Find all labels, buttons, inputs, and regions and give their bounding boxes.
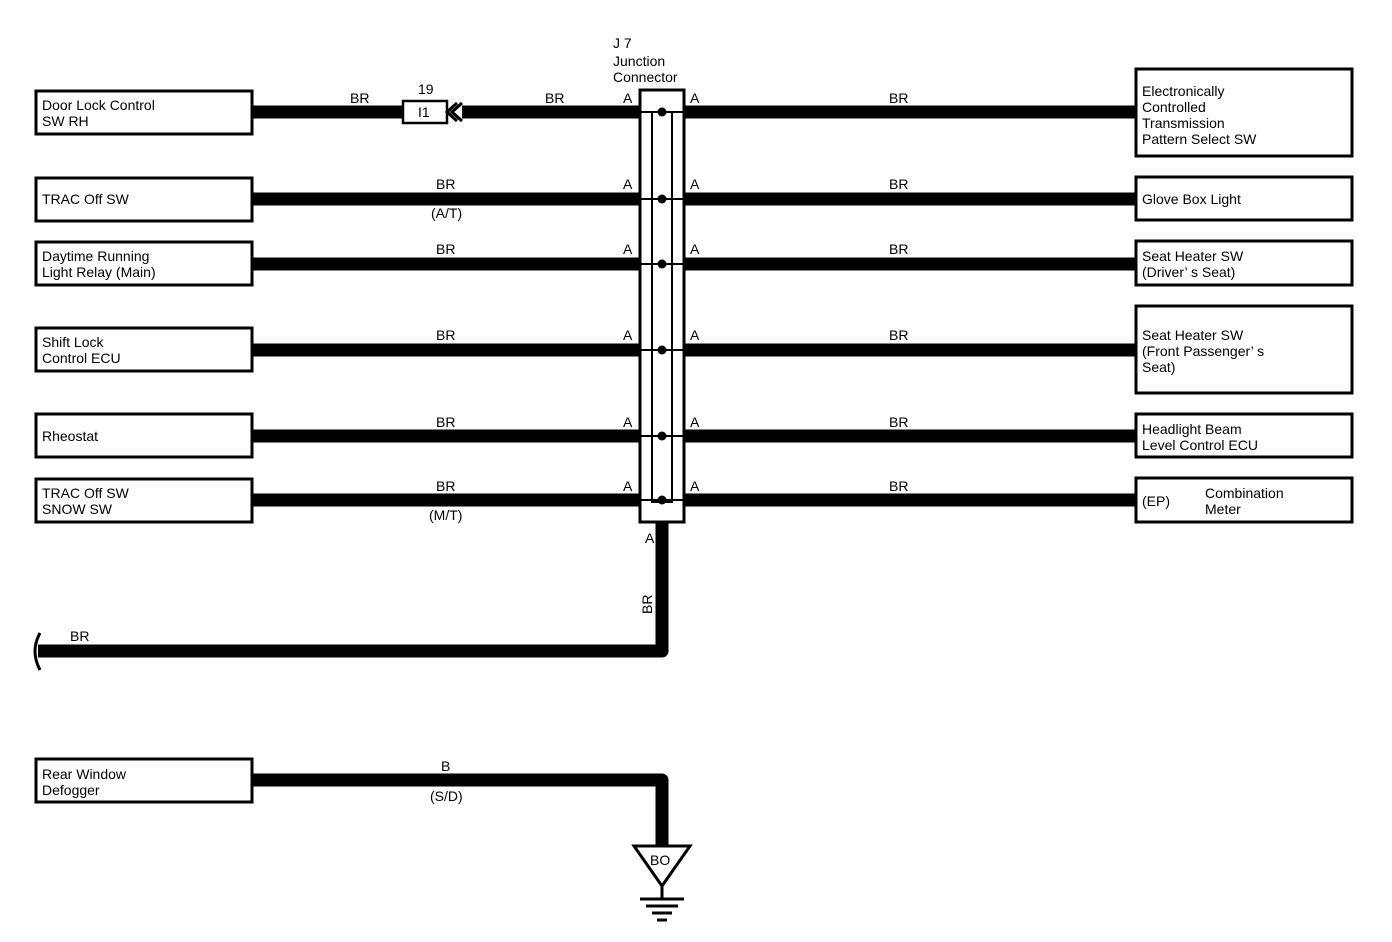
- junction-name-line2: Connector: [613, 69, 678, 85]
- left-components: Door Lock Control SW RH TRAC Off SW Dayt…: [34, 89, 254, 804]
- wire-color-label: BR: [436, 478, 455, 494]
- pin-label: A: [623, 90, 633, 106]
- component-label: TRAC Off SW: [42, 191, 130, 207]
- component-seat-heater-sw-front-passenger: Seat Heater SW (Front Passenger’ s Seat): [1134, 304, 1354, 395]
- component-door-lock-control-sw-rh: Door Lock Control SW RH: [34, 89, 254, 136]
- wire-variant-label: (A/T): [431, 205, 462, 221]
- pin-label: A: [690, 176, 700, 192]
- component-label: Combination: [1205, 485, 1284, 501]
- pin-label: A: [690, 414, 700, 430]
- component-label: Shift Lock: [42, 334, 104, 350]
- component-glove-box-light: Glove Box Light: [1134, 175, 1354, 222]
- component-label: Rheostat: [42, 428, 98, 444]
- junction-name-line1: Junction: [613, 53, 665, 69]
- junction-id: J 7: [613, 35, 632, 51]
- wire-color-label: BR: [889, 478, 908, 494]
- wire-defogger-to-ground: [252, 773, 669, 848]
- ground-point-bo: BO: [631, 844, 693, 922]
- component-label: Seat Heater SW: [1142, 248, 1244, 264]
- wire-variant-label: (S/D): [430, 788, 463, 804]
- connector-i1-number: 19: [418, 81, 434, 97]
- component-label: (Front Passenger’ s: [1142, 343, 1264, 359]
- ground-label: BO: [650, 852, 670, 868]
- component-rheostat: Rheostat: [34, 412, 254, 459]
- component-label: Pattern Select SW: [1142, 131, 1257, 147]
- component-label: Headlight Beam: [1142, 421, 1242, 437]
- component-seat-heater-sw-driver: Seat Heater SW (Driver’ s Seat): [1134, 239, 1354, 287]
- component-label: Rear Window: [42, 766, 127, 782]
- right-components: Electronically Controlled Transmission P…: [1134, 67, 1354, 524]
- component-label: Seat Heater SW: [1142, 327, 1244, 343]
- component-daytime-running-light-relay: Daytime Running Light Relay (Main): [34, 240, 254, 287]
- component-label: Control ECU: [42, 350, 121, 366]
- component-trac-off-sw: TRAC Off SW: [34, 176, 254, 223]
- wire-color-label: BR: [889, 327, 908, 343]
- component-label: Level Control ECU: [1142, 437, 1258, 453]
- wire-junction-down-left: [38, 522, 669, 658]
- pin-label: A: [690, 478, 700, 494]
- component-label: Transmission: [1142, 115, 1225, 131]
- wire-color-label: BR: [889, 90, 908, 106]
- wire-color-labels: BR BR BR BR (A/T) BR BR BR BR BR BR BR B…: [70, 90, 908, 804]
- pin-label: A: [690, 241, 700, 257]
- component-ect-pattern-select-sw: Electronically Controlled Transmission P…: [1134, 67, 1354, 158]
- connector-i1: 19 I1: [401, 81, 464, 125]
- component-rear-window-defogger: Rear Window Defogger: [34, 757, 254, 804]
- pin-label: A: [623, 414, 633, 430]
- junction-splice-dots: [657, 107, 667, 505]
- component-label: TRAC Off SW: [42, 485, 130, 501]
- component-label: Controlled: [1142, 99, 1206, 115]
- component-label: Seat): [1142, 359, 1175, 375]
- wires: [38, 105, 1136, 848]
- pin-label: A: [623, 478, 633, 494]
- pin-label: A: [623, 176, 633, 192]
- component-headlight-beam-level-control-ecu: Headlight Beam Level Control ECU: [1134, 412, 1354, 459]
- component-label: Electronically: [1142, 83, 1224, 99]
- wire-color-label: BR: [889, 414, 908, 430]
- component-label: (Driver’ s Seat): [1142, 264, 1235, 280]
- wire-color-label: BR: [350, 90, 369, 106]
- component-label: SNOW SW: [42, 501, 113, 517]
- wire-variant-label: (M/T): [429, 507, 462, 523]
- wire-color-label: BR: [889, 176, 908, 192]
- ground-icon: [640, 897, 684, 922]
- wire-color-label: BR: [545, 90, 564, 106]
- wire-color-label: BR: [436, 414, 455, 430]
- wire-continuation-mark: [33, 632, 42, 671]
- component-label: SW RH: [42, 113, 89, 129]
- junction-connector-j7: J 7 Junction Connector A A A A A A A A A…: [613, 35, 700, 546]
- component-shift-lock-control-ecu: Shift Lock Control ECU: [34, 326, 254, 373]
- wire-color-label: BR: [70, 628, 89, 644]
- connector-i1-label: I1: [418, 104, 430, 120]
- junction-pin-labels: A A A A A A A A A A A A A: [623, 90, 700, 546]
- wire-color-label: B: [441, 758, 450, 774]
- component-label: Daytime Running: [42, 248, 149, 264]
- component-label: Light Relay (Main): [42, 264, 156, 280]
- pin-label: A: [645, 530, 655, 546]
- pin-label: A: [623, 241, 633, 257]
- wire-color-label: BR: [436, 327, 455, 343]
- wire-color-label: BR: [889, 241, 908, 257]
- component-label: Defogger: [42, 782, 100, 798]
- wire-color-label: BR: [436, 241, 455, 257]
- pin-label: A: [623, 327, 633, 343]
- component-trac-off-snow-sw: TRAC Off SW SNOW SW: [34, 477, 254, 524]
- component-combination-meter: (EP) Combination Meter: [1134, 476, 1354, 524]
- wire-color-label: BR: [436, 176, 455, 192]
- pin-label: A: [690, 327, 700, 343]
- component-label: Glove Box Light: [1142, 191, 1241, 207]
- component-label: (EP): [1142, 493, 1170, 509]
- component-label: Meter: [1205, 501, 1241, 517]
- pin-label: A: [690, 90, 700, 106]
- wire-color-label-vertical: BR: [639, 595, 655, 614]
- component-label: Door Lock Control: [42, 97, 155, 113]
